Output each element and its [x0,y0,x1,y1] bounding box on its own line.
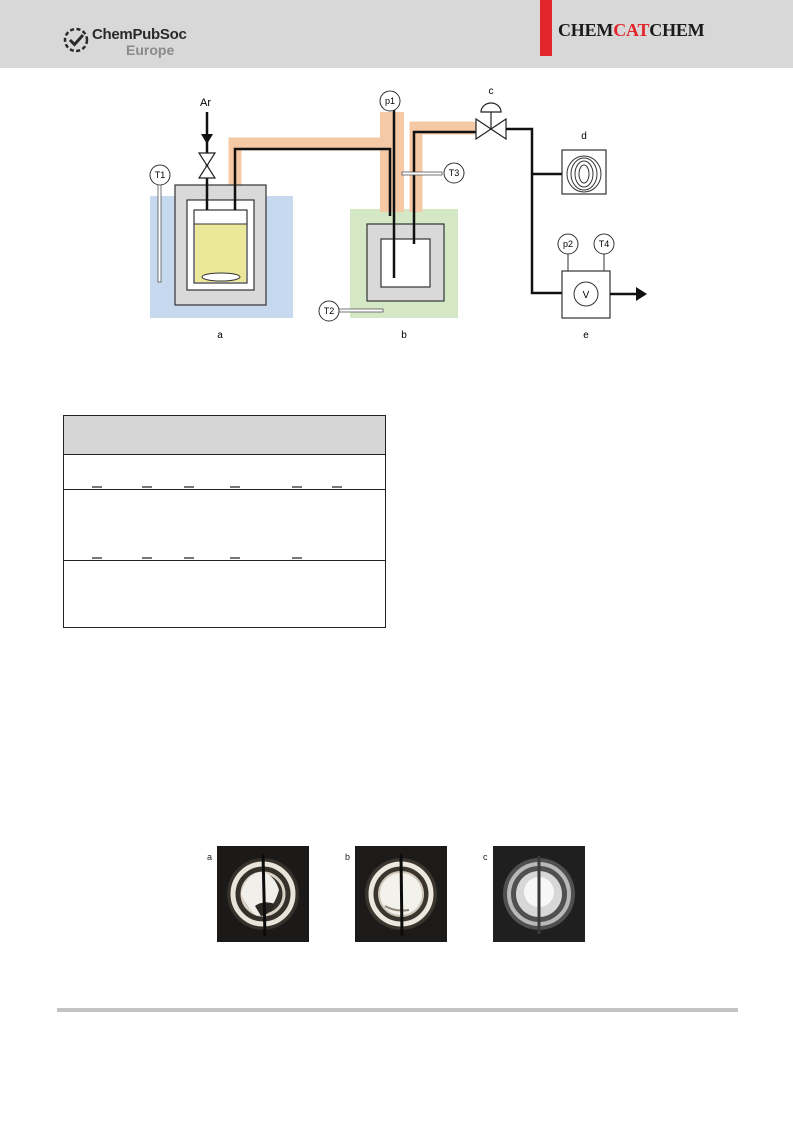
photo-a [217,846,309,942]
table-rule [64,454,385,455]
publisher-name: ChemPubSoc [92,26,187,43]
coil-loop [570,157,598,191]
argon-valve-icon [197,152,217,179]
argon-inlet-arrow [201,134,213,144]
panel-label-e: e [583,330,589,341]
p2-sensor-icon [557,233,579,255]
photo-b [355,846,447,942]
argon-label: Ar [200,97,211,109]
panel-label-b: b [401,330,407,341]
table-rule [64,560,385,561]
t4-sensor-icon [593,233,615,255]
page-header: ChemPubSoc Europe CHEMCATCHEM [0,0,793,68]
t3-label: T3 [449,168,460,178]
table-header-row [64,416,385,454]
p2-label: p2 [563,239,573,249]
journal-title-accent: CAT [613,20,650,40]
publisher-subtitle: Europe [126,42,175,58]
t1-label: T1 [155,170,166,180]
coil-loop [578,164,590,184]
outlet-line [506,127,565,295]
journal-title-prefix: CHEM [558,20,614,40]
publisher-logo: ChemPubSoc Europe [62,24,192,60]
t2-label: T2 [324,306,335,316]
photo-label-b: b [345,852,351,862]
publisher-star-icon [63,27,89,53]
t3-probe [401,171,443,176]
photo-c [493,846,585,942]
footer-rule [57,1008,738,1012]
journal-title-suffix: CHEM [649,20,705,40]
t1-probe [157,184,162,283]
valve-actuator [480,102,502,113]
photo-label-c: c [483,852,488,862]
detector-meter-icon [573,281,599,307]
t3-sensor-icon [443,162,465,184]
vapor-transfer-line [233,147,392,216]
photo-label-a: a [207,852,213,862]
coil-loop [574,160,594,188]
data-table [63,415,386,628]
stir-bar [201,272,241,282]
detector-meter-label: V [583,290,590,301]
exhaust-arrow [636,287,647,301]
heated-sample-line [380,112,404,212]
coil-loop [566,155,602,193]
t2-probe [338,308,384,313]
table-rule [64,489,385,490]
chamber-cell [380,238,431,288]
saturator-liquid [195,224,246,282]
chamber-outlet-line [412,130,476,244]
t2-sensor-icon [318,300,340,322]
p1-sensor-icon [379,90,401,112]
journal-red-bar [540,0,552,56]
journal-title: CHEMCATCHEM [558,20,705,41]
t4-label: T4 [599,239,610,249]
panel-label-c: c [489,86,494,97]
panel-label-d: d [581,131,587,142]
experimental-setup-scheme: Ar T1 p1 T3 T2 V p2 T4 a b c d e [149,86,647,341]
p1-label: p1 [385,96,395,106]
panel-label-a: a [217,330,223,341]
heated-valve-line [409,121,476,212]
